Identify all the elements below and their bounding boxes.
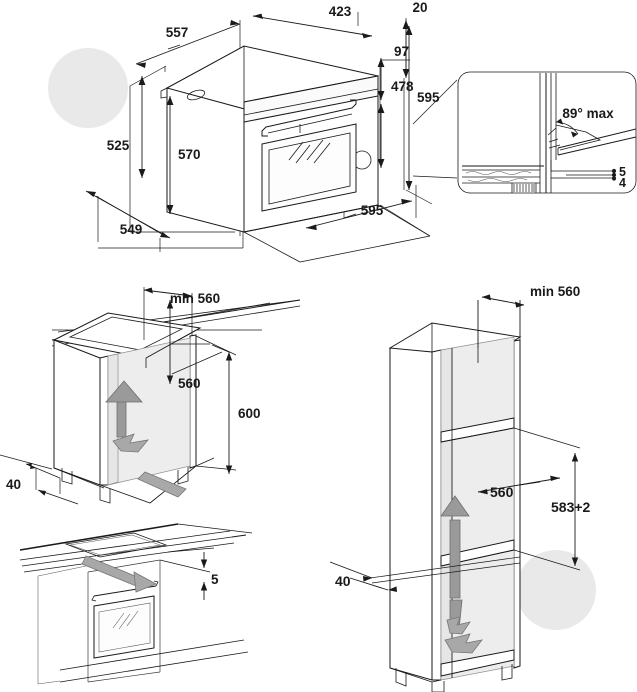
detail-leader-lines bbox=[412, 79, 458, 179]
dim-20-label: 20 bbox=[412, 0, 427, 15]
dim-600-undercounter bbox=[195, 335, 237, 474]
dim-525-label: 525 bbox=[107, 138, 130, 153]
dim-423 bbox=[252, 13, 373, 39]
oven-floor-projection bbox=[379, 189, 433, 237]
dim-40-undercounter-label: 40 bbox=[6, 477, 21, 492]
dim-560-leader bbox=[171, 351, 223, 375]
detail-angle-label: 89° max bbox=[562, 106, 614, 121]
dim-557 bbox=[135, 20, 241, 68]
dim-570 bbox=[166, 96, 174, 214]
dim-423-label: 423 bbox=[329, 4, 352, 19]
worktop-hob bbox=[19, 523, 253, 573]
dim-5-hob-clearance bbox=[159, 547, 215, 600]
dim-595-height-label: 595 bbox=[417, 90, 440, 105]
detail-callout-5-label: 5 bbox=[619, 165, 626, 179]
watermark-bottom-right bbox=[516, 550, 596, 630]
dim-549-label: 549 bbox=[120, 222, 143, 237]
dim-20 bbox=[402, 20, 410, 78]
oven-under-worktop bbox=[37, 555, 249, 685]
oven-body bbox=[160, 45, 431, 263]
dim-min-560-undercounter-label: min 560 bbox=[170, 291, 220, 306]
dim-5-hob-clearance-label: 5 bbox=[211, 572, 219, 587]
dim-40-column bbox=[329, 556, 521, 592]
dim-595-height bbox=[405, 26, 413, 190]
dim-560-undercounter-label: 560 bbox=[178, 376, 201, 391]
dim-97 bbox=[377, 58, 385, 100]
dim-525 bbox=[138, 76, 146, 178]
airflow-arrows-column bbox=[440, 495, 483, 654]
dim-583-plus-2-column bbox=[513, 427, 581, 571]
dim-549 bbox=[85, 190, 171, 239]
dim-478 bbox=[377, 104, 385, 168]
dim-600-undercounter-label: 600 bbox=[238, 406, 261, 421]
dim-583-plus-2-column-label: 583+2 bbox=[551, 499, 591, 515]
dim-560-column-label: 560 bbox=[490, 484, 514, 500]
detail-geometry bbox=[462, 73, 637, 193]
detail-frame bbox=[457, 71, 637, 194]
dim-557-label: 557 bbox=[166, 25, 189, 40]
cabinet-box bbox=[52, 312, 215, 504]
dim-97-label: 97 bbox=[394, 44, 409, 59]
dim-595-width-label: 595 bbox=[361, 203, 384, 218]
dim-560-undercounter bbox=[166, 300, 210, 384]
dim-40-column-label: 40 bbox=[335, 573, 351, 589]
airflow-arrows-undercounter bbox=[105, 380, 187, 498]
dim-min-560-undercounter bbox=[143, 287, 193, 340]
dim-570-label: 570 bbox=[178, 147, 201, 162]
dim-min-560-column-label: min 560 bbox=[530, 284, 580, 299]
dim-595-width bbox=[305, 198, 413, 231]
dim-560-column bbox=[477, 475, 561, 495]
watermark-top-left bbox=[48, 48, 128, 128]
detail-callout-4-label: 4 bbox=[619, 176, 626, 190]
dim-min-560-column bbox=[477, 294, 525, 348]
dim-478-label: 478 bbox=[391, 79, 414, 94]
dim-40-undercounter bbox=[0, 454, 79, 505]
